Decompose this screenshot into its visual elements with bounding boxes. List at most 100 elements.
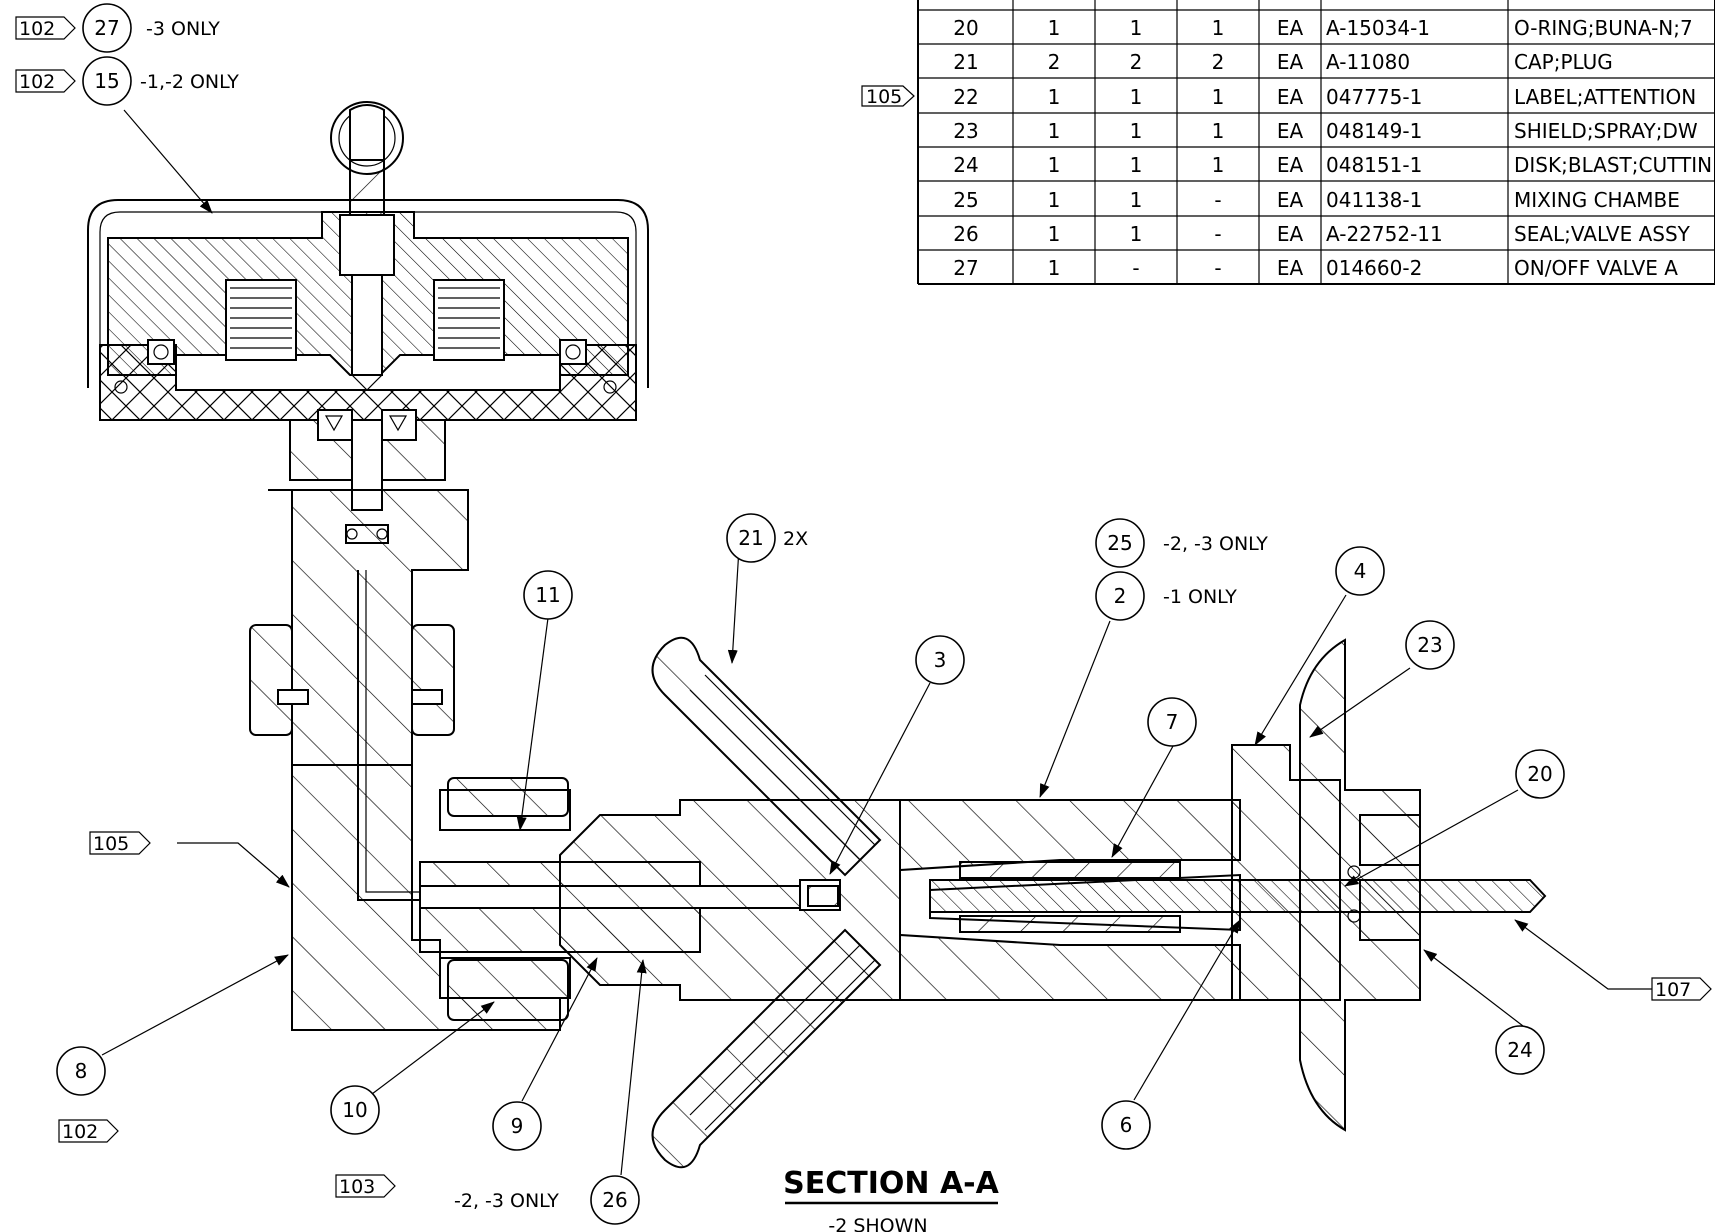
- bom-unit: EA: [1277, 119, 1304, 143]
- svg-text:24: 24: [1507, 1038, 1532, 1062]
- balloon-27: 27: [82, 3, 132, 53]
- balloon-25: 25: [1095, 518, 1145, 568]
- svg-text:20: 20: [1527, 762, 1552, 786]
- balloon-15: 15: [82, 56, 132, 106]
- balloon-6: 6: [1101, 1100, 1151, 1150]
- spring-right: [433, 279, 505, 361]
- bom-row: 24 1 1 1 EA 048151-1 DISK;BLAST;CUTTIN: [953, 153, 1712, 177]
- svg-text:27: 27: [94, 16, 119, 40]
- bom-item: 21: [953, 50, 978, 74]
- bom-qty: 1: [1130, 222, 1143, 246]
- svg-text:102: 102: [19, 18, 55, 40]
- bom-table: 20 1 1 1 EA A-15034-1 O-RING;BUNA-N;7 21…: [861, 0, 1715, 285]
- bom-row: 25 1 1 - EA 041138-1 MIXING CHAMBE: [953, 188, 1680, 212]
- bom-item: 20: [953, 16, 978, 40]
- flag-107: 107: [1651, 977, 1712, 1001]
- bom-part-number: 047775-1: [1326, 85, 1422, 109]
- balloon-23: 23: [1405, 620, 1455, 670]
- bom-unit: EA: [1277, 188, 1304, 212]
- bom-qty: 1: [1048, 85, 1061, 109]
- balloon-24: 24: [1495, 1025, 1545, 1075]
- bom-qty: 1: [1048, 16, 1061, 40]
- bom-part-number: 041138-1: [1326, 188, 1422, 212]
- bom-item: 26: [953, 222, 978, 246]
- svg-text:25: 25: [1107, 531, 1132, 555]
- flag-label: 105: [866, 86, 902, 108]
- bom-qty: -: [1214, 188, 1221, 212]
- svg-text:10: 10: [342, 1098, 367, 1122]
- bom-qty: 1: [1048, 256, 1061, 280]
- bom-qty: -: [1214, 222, 1221, 246]
- svg-text:103: 103: [339, 1176, 375, 1198]
- bom-part-number: A-15034-1: [1326, 16, 1430, 40]
- flag-105: 105: [89, 831, 151, 855]
- balloon-11: 11: [523, 570, 573, 620]
- spring-left: [225, 279, 297, 361]
- bom-qty: -: [1214, 256, 1221, 280]
- bom-qty: 2: [1130, 50, 1143, 74]
- svg-text:107: 107: [1655, 979, 1691, 1001]
- svg-text:105: 105: [93, 833, 129, 855]
- bom-part-number: A-11080: [1326, 50, 1410, 74]
- bom-qty: 1: [1212, 16, 1225, 40]
- bom-item: 22: [953, 85, 978, 109]
- bom-qty: 1: [1048, 222, 1061, 246]
- bom-description: CAP;PLUG: [1514, 50, 1613, 74]
- bom-qty: 1: [1212, 153, 1225, 177]
- bom-qty: 1: [1048, 188, 1061, 212]
- svg-text:21: 21: [738, 526, 763, 550]
- svg-text:4: 4: [1354, 559, 1367, 583]
- bom-unit: EA: [1277, 16, 1304, 40]
- bom-qty: 1: [1048, 153, 1061, 177]
- bom-row: 22 1 1 1 EA 047775-1 LABEL;ATTENTION: [953, 85, 1696, 109]
- balloon-7: 7: [1147, 697, 1197, 747]
- bom-part-number: 048151-1: [1326, 153, 1422, 177]
- bom-qty: 1: [1130, 153, 1143, 177]
- svg-text:9: 9: [511, 1114, 524, 1138]
- bom-unit: EA: [1277, 153, 1304, 177]
- balloon-8: 8: [56, 1046, 106, 1096]
- bom-description: ON/OFF VALVE A: [1514, 256, 1678, 280]
- bom-part-number: 014660-2: [1326, 256, 1422, 280]
- bom-item: 27: [953, 256, 978, 280]
- bom-part-number: A-22752-11: [1326, 222, 1443, 246]
- balloon-26: 26: [590, 1175, 640, 1225]
- bom-unit: EA: [1277, 222, 1304, 246]
- balloon-9: 9: [492, 1101, 542, 1151]
- bom-unit: EA: [1277, 256, 1304, 280]
- bom-qty: 2: [1048, 50, 1061, 74]
- balloon-21: 21: [726, 513, 776, 563]
- valve-handle-assembly: [87, 101, 649, 544]
- bom-unit: EA: [1277, 85, 1304, 109]
- svg-text:11: 11: [535, 583, 560, 607]
- note-2: -1 ONLY: [1163, 586, 1237, 608]
- bom-description: MIXING CHAMBE: [1514, 188, 1680, 212]
- svg-text:6: 6: [1120, 1113, 1133, 1137]
- flag-102-top: 102: [15, 16, 76, 40]
- mixing-chamber-assembly: [559, 638, 1547, 1132]
- note-15: -1,-2 ONLY: [140, 71, 239, 93]
- bom-qty: 1: [1212, 85, 1225, 109]
- flag-102-bottom: 102: [58, 1119, 119, 1143]
- svg-text:7: 7: [1166, 710, 1179, 734]
- svg-text:26: 26: [602, 1188, 627, 1212]
- svg-text:8: 8: [75, 1059, 88, 1083]
- bom-unit: EA: [1277, 50, 1304, 74]
- bom-row: 21 2 2 2 EA A-11080 CAP;PLUG: [953, 50, 1613, 74]
- flag-103: 103: [335, 1174, 396, 1198]
- svg-text:102: 102: [19, 71, 55, 93]
- svg-text:23: 23: [1417, 633, 1442, 657]
- bom-description: SEAL;VALVE ASSY: [1514, 222, 1691, 246]
- bom-item: 23: [953, 119, 978, 143]
- bom-qty: 1: [1048, 119, 1061, 143]
- bom-qty: 1: [1130, 16, 1143, 40]
- bom-description: LABEL;ATTENTION: [1514, 85, 1696, 109]
- svg-text:3: 3: [934, 648, 947, 672]
- flag-102-second: 102: [15, 69, 76, 93]
- section-subtitle: -2 SHOWN: [828, 1215, 927, 1232]
- balloon-10: 10: [330, 1085, 380, 1135]
- bom-row: 27 1 - - EA 014660-2 ON/OFF VALVE A: [953, 256, 1678, 280]
- balloon-4: 4: [1335, 546, 1385, 596]
- leader-lines: [101, 109, 1652, 1176]
- note-26: -2, -3 ONLY: [454, 1190, 559, 1212]
